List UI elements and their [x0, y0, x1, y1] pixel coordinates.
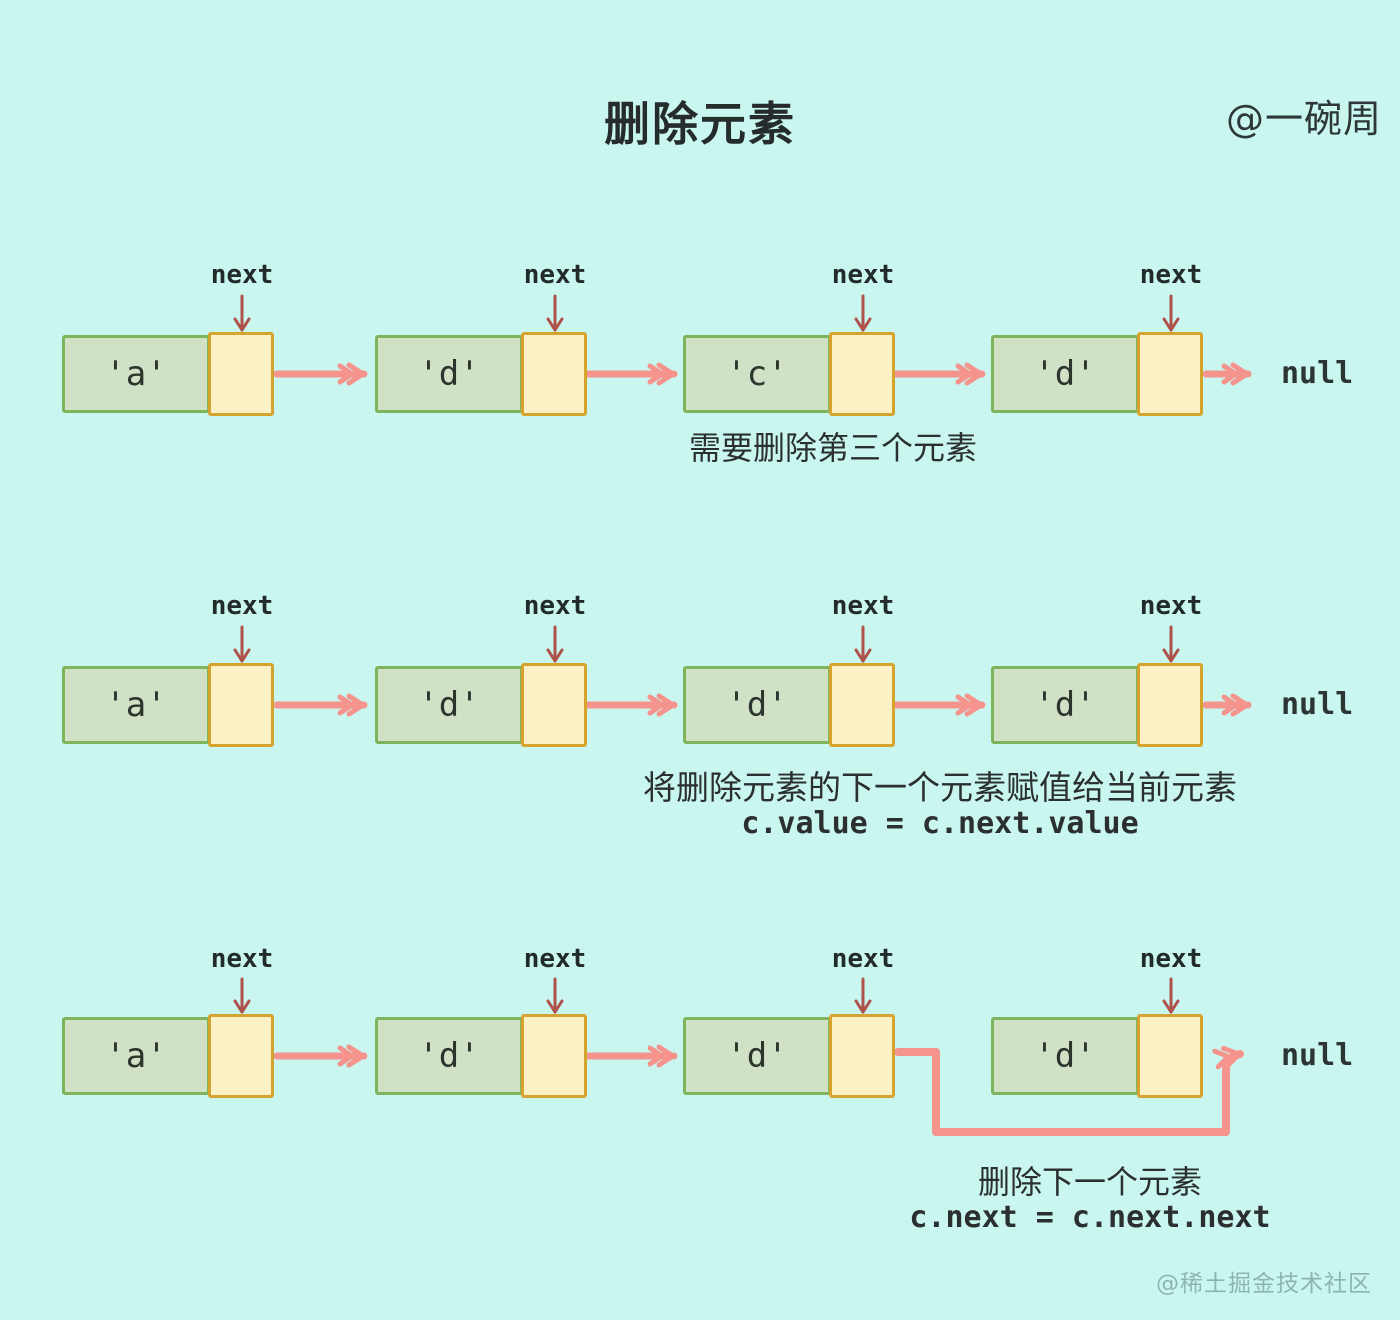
node-value: 'd' [683, 666, 831, 744]
next-pointer-cell [521, 663, 587, 747]
next-pointer-cell [829, 1014, 895, 1098]
next-label: next [210, 591, 274, 621]
caption: 需要删除第三个元素 [688, 429, 977, 467]
next-pointer-cell [1137, 332, 1203, 416]
code-caption: c.next = c.next.next [909, 1200, 1271, 1235]
list-node: 'd' [375, 663, 587, 747]
caption: 删除下一个元素 [977, 1163, 1202, 1201]
next-pointer-cell [829, 332, 895, 416]
node-value: 'd' [375, 666, 523, 744]
next-label: next [210, 260, 274, 290]
next-label: next [831, 944, 895, 974]
node-value: 'd' [991, 666, 1139, 744]
next-pointer-cell [208, 332, 274, 416]
list-node: 'd' [683, 1014, 895, 1098]
list-node: 'a' [62, 1014, 274, 1098]
node-value: 'd' [375, 1017, 523, 1095]
node-value: 'a' [62, 1017, 210, 1095]
list-node: 'a' [62, 663, 274, 747]
list-node: 'd' [375, 1014, 587, 1098]
null-label: null [1281, 356, 1354, 391]
list-node: 'c' [683, 332, 895, 416]
node-value: 'd' [991, 1017, 1139, 1095]
next-label: next [1139, 591, 1203, 621]
next-label: next [1139, 260, 1203, 290]
null-label: null [1281, 687, 1354, 722]
node-value: 'd' [683, 1017, 831, 1095]
null-label: null [1281, 1038, 1354, 1073]
list-node: 'd' [375, 332, 587, 416]
list-node: 'a' [62, 332, 274, 416]
list-node: 'd' [683, 663, 895, 747]
list-node: 'd' [991, 332, 1203, 416]
next-label: next [523, 260, 587, 290]
next-label: next [831, 591, 895, 621]
list-node: 'd' [991, 1014, 1203, 1098]
node-value: 'd' [991, 335, 1139, 413]
next-pointer-cell [1137, 663, 1203, 747]
next-label: next [210, 944, 274, 974]
next-pointer-cell [521, 332, 587, 416]
community-watermark: @稀土掘金技术社区 [1156, 1271, 1372, 1297]
list-node: 'd' [991, 663, 1203, 747]
node-value: 'c' [683, 335, 831, 413]
next-pointer-cell [208, 1014, 274, 1098]
node-value: 'a' [62, 666, 210, 744]
code-caption: c.value = c.next.value [741, 806, 1139, 841]
next-label: next [523, 591, 587, 621]
next-label: next [523, 944, 587, 974]
next-pointer-cell [1137, 1014, 1203, 1098]
next-label: next [1139, 944, 1203, 974]
node-value: 'a' [62, 335, 210, 413]
author-watermark: @一碗周 [1225, 97, 1382, 141]
caption: 将删除元素的下一个元素赋值给当前元素 [643, 768, 1237, 807]
page-title: 删除元素 [604, 97, 796, 151]
node-value: 'd' [375, 335, 523, 413]
next-pointer-cell [208, 663, 274, 747]
next-pointer-cell [521, 1014, 587, 1098]
next-pointer-cell [829, 663, 895, 747]
next-label: next [831, 260, 895, 290]
